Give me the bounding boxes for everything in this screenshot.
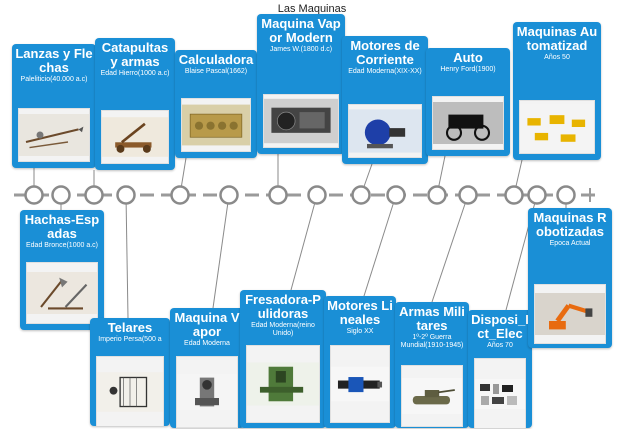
vintage-car-icon (432, 96, 504, 150)
card-title: Maquinas Robotizadas (533, 210, 607, 239)
catapult-icon (101, 110, 169, 164)
card-subtitle: Edad Moderna(XIX-XX) (348, 68, 422, 75)
card-subtitle: Henry Ford(1900) (440, 66, 496, 73)
card-subtitle: Imperio Persa(500 a (98, 336, 162, 343)
electronic-devices-icon (474, 358, 526, 428)
timeline-node (51, 185, 71, 205)
card-subtitle: Edad Hierro(1000 a.c) (100, 70, 170, 77)
loom-icon (96, 356, 164, 426)
timeline-node (116, 185, 136, 205)
card-subtitle: Años 50 (544, 54, 570, 61)
spear-arrow-tools-icon (18, 108, 90, 162)
diagram-title: Las Maquinas (277, 3, 347, 15)
card-subtitle: Epoca Actual (549, 240, 591, 247)
card-title: Disposi_Ict_Elec (471, 312, 529, 341)
connector-telares (125, 194, 129, 319)
timeline-node (84, 185, 104, 205)
card-subtitle: Edad Bronce(1000 a.c) (26, 242, 98, 249)
card-subtitle: Blaise Pascal(1662) (184, 68, 248, 75)
card-title: Lanzas y Flechas (15, 46, 93, 75)
linear-motor-icon (330, 345, 390, 423)
timeline-node (527, 185, 547, 205)
card-subtitle: Paleliticio(40.000 a.c) (20, 76, 88, 83)
timeline-node (556, 185, 576, 205)
card-title: Hachas-Espadas (24, 212, 100, 241)
card-title: Telares (107, 320, 153, 335)
construction-machines-icon (519, 100, 595, 154)
steam-engine-icon (263, 94, 339, 148)
axes-swords-icon (26, 262, 98, 324)
timeline-node (386, 185, 406, 205)
card-title: Motores de Corriente (350, 38, 420, 67)
card-subtitle: 1º-2º Guerra Mundial(1910-1945) (400, 334, 464, 349)
card-title: Armas Militares (399, 304, 465, 333)
card-title: Catapultas y armas (101, 40, 169, 69)
card-subtitle: Años 70 (487, 342, 513, 349)
card-subtitle: Edad Moderna (184, 340, 230, 347)
timeline-node (170, 185, 190, 205)
electric-motor-icon (348, 104, 422, 158)
card-title: Fresadora-Pulidoras (245, 292, 321, 321)
industrial-robot-icon (534, 284, 606, 344)
timeline-node (24, 185, 44, 205)
card-subtitle: Siglo XX (346, 328, 374, 335)
connector-maquina-vapor (212, 194, 230, 309)
connector-armas-militares (431, 194, 469, 303)
card-title: Auto (453, 50, 483, 65)
timeline-node (268, 185, 288, 205)
timeline-node (351, 185, 371, 205)
card-title: Maquinas Automatizad (516, 24, 598, 53)
card-title: Maquina Vapor Modern (261, 16, 341, 45)
card-subtitle: James W.(1800 d.c) (269, 46, 333, 53)
timeline-node (458, 185, 478, 205)
steam-machine-icon (176, 356, 238, 428)
tank-icon (401, 365, 463, 427)
connector-motores-lineales (363, 194, 397, 297)
timeline-node (219, 185, 239, 205)
card-subtitle: Edad Moderna(reino Unido) (251, 322, 315, 337)
milling-machine-icon (246, 345, 320, 423)
timeline-node (427, 185, 447, 205)
pascal-calculator-icon (181, 98, 251, 152)
card-title: Calculadora (178, 52, 254, 67)
timeline-node (504, 185, 524, 205)
timeline-node (307, 185, 327, 205)
connector-fresadora (290, 194, 318, 291)
card-title: Motores Lineales (327, 298, 393, 327)
card-title: Maquina Vapor (174, 310, 240, 339)
